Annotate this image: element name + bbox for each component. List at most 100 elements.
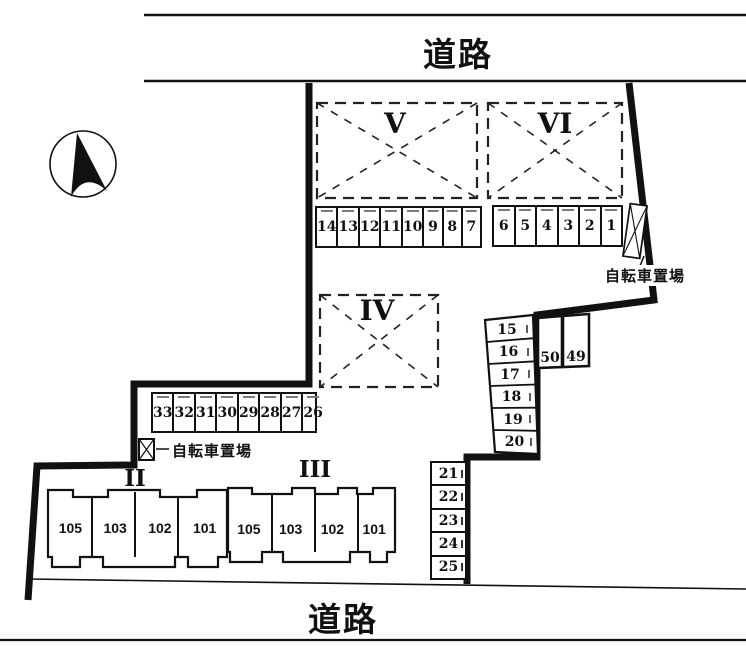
wheel-stop-mark bbox=[461, 493, 463, 502]
wheel-stop-mark bbox=[320, 210, 333, 212]
parking-space-number: 17 bbox=[500, 367, 519, 383]
parking-space: 21 bbox=[432, 463, 465, 487]
parking-space-number: 5 bbox=[520, 218, 531, 234]
parking-row-north-west: 14 13 12 11 10 9 8 7 bbox=[315, 206, 482, 248]
parking-space: 31 bbox=[195, 394, 218, 431]
wheel-stop-mark bbox=[497, 209, 510, 211]
parking-space: 22 bbox=[432, 486, 465, 510]
parking-space-number: 49 bbox=[566, 349, 585, 365]
parking-space: 32 bbox=[174, 394, 196, 431]
parking-space-number: 1 bbox=[606, 218, 617, 234]
parking-space: 25 bbox=[432, 557, 465, 578]
parking-space-number: 29 bbox=[238, 404, 259, 421]
leader-line bbox=[639, 255, 645, 267]
building-v-label: V bbox=[384, 107, 406, 140]
wheel-stop-mark bbox=[342, 210, 355, 212]
wheel-stop-mark bbox=[406, 210, 419, 212]
parking-space: 3 bbox=[559, 207, 580, 245]
wheel-stop-mark bbox=[540, 209, 553, 211]
parking-space-number: 16 bbox=[499, 344, 518, 360]
parking-space: 11 bbox=[381, 208, 403, 246]
boundary-west bbox=[24, 83, 313, 601]
building-iv-outline bbox=[318, 293, 440, 389]
parking-col-east: 15 16 17 18 19 20 bbox=[483, 313, 540, 456]
parking-col-south: 21 22 23 24 25 bbox=[430, 461, 467, 580]
parking-row-north-east: 6 5 4 3 2 1 bbox=[492, 205, 623, 247]
wheel-stop-mark bbox=[307, 396, 320, 398]
parking-space: 26 bbox=[303, 394, 323, 431]
parking-space: 30 bbox=[217, 394, 239, 431]
wheel-stop-mark bbox=[242, 396, 255, 398]
parking-space: 29 bbox=[238, 394, 261, 431]
parking-space-number: 19 bbox=[503, 412, 522, 428]
parking-row-center: 33 32 31 30 29 28 27 26 bbox=[151, 392, 323, 433]
parking-space-number: 21 bbox=[438, 465, 459, 482]
wheel-stop-mark bbox=[466, 210, 477, 212]
parking-space-number: 9 bbox=[428, 219, 438, 235]
parking-space-number: 13 bbox=[338, 219, 358, 235]
wheel-stop-mark bbox=[446, 210, 458, 212]
parking-space-number: 28 bbox=[260, 404, 280, 421]
wheel-stop-mark bbox=[461, 539, 463, 548]
unit-number: 103 bbox=[103, 520, 127, 536]
parking-space: 27 bbox=[281, 394, 304, 431]
parking-space: 4 bbox=[537, 207, 559, 245]
unit-number: 101 bbox=[192, 520, 217, 536]
parking-space: 2 bbox=[580, 207, 602, 245]
parking-space-number: 3 bbox=[563, 218, 574, 234]
parking-space: 5 bbox=[516, 207, 537, 245]
north-arrow-icon bbox=[49, 130, 117, 198]
unit-number: 103 bbox=[278, 521, 303, 537]
unit-number: 101 bbox=[362, 521, 386, 537]
parking-space-number: 8 bbox=[447, 219, 458, 235]
parking-space-number: 22 bbox=[438, 489, 459, 506]
parking-space-number: 23 bbox=[438, 512, 459, 529]
parking-space: 28 bbox=[260, 394, 282, 431]
parking-space-number: 18 bbox=[502, 389, 521, 405]
wheel-stop-mark bbox=[461, 516, 463, 525]
parking-pair-east: 50 49 bbox=[536, 312, 591, 370]
parking-space-number: 2 bbox=[584, 218, 595, 234]
wheel-stop-mark bbox=[461, 563, 463, 572]
wheel-stop-mark bbox=[605, 209, 618, 211]
parking-space: 33 bbox=[153, 394, 175, 431]
parking-space-number: 7 bbox=[466, 219, 477, 235]
building-ii-label: II bbox=[124, 465, 146, 492]
top-road-label: 道路 bbox=[423, 36, 493, 73]
building-vi-label: VI bbox=[537, 107, 573, 140]
parking-space-number: 24 bbox=[438, 535, 459, 552]
wheel-stop-mark bbox=[178, 396, 191, 398]
bicycle-label-east: 自転車置場 bbox=[604, 265, 687, 286]
parking-space: 24 bbox=[432, 533, 465, 557]
building-iii-units: 105 103 102 101 bbox=[228, 521, 395, 537]
parking-space: 1 bbox=[602, 207, 622, 245]
unit-number: 105 bbox=[237, 521, 261, 537]
parking-space: 13 bbox=[338, 208, 360, 246]
boundary-east bbox=[463, 82, 658, 584]
parking-space-number: 6 bbox=[498, 218, 509, 234]
parking-space-number: 20 bbox=[505, 434, 525, 450]
parking-space-number: 31 bbox=[195, 404, 216, 421]
wheel-stop-mark bbox=[427, 210, 439, 212]
wheel-stop-mark bbox=[363, 210, 376, 212]
parking-space: 23 bbox=[432, 510, 465, 534]
parking-space-number: 26 bbox=[303, 404, 323, 421]
parking-space-number: 32 bbox=[174, 404, 194, 421]
building-ii-footprint bbox=[46, 488, 229, 569]
bicycle-shed-east bbox=[621, 202, 649, 267]
parking-space-number: 11 bbox=[381, 219, 401, 235]
wheel-stop-mark bbox=[562, 209, 575, 211]
parking-space-number: 33 bbox=[153, 404, 173, 421]
wheel-stop-mark bbox=[264, 396, 277, 398]
wheel-stop-mark bbox=[385, 210, 398, 212]
unit-number: 102 bbox=[320, 521, 345, 537]
bicycle-shed-west bbox=[138, 438, 169, 461]
wheel-stop-mark bbox=[199, 396, 212, 398]
bottom-road-lines bbox=[0, 578, 746, 642]
wheel-stop-mark bbox=[285, 396, 298, 398]
building-v-outline bbox=[315, 101, 479, 200]
parking-space-number: 10 bbox=[402, 219, 423, 235]
parking-space-number: 50 bbox=[540, 350, 560, 366]
parking-space-number: 27 bbox=[281, 404, 302, 421]
